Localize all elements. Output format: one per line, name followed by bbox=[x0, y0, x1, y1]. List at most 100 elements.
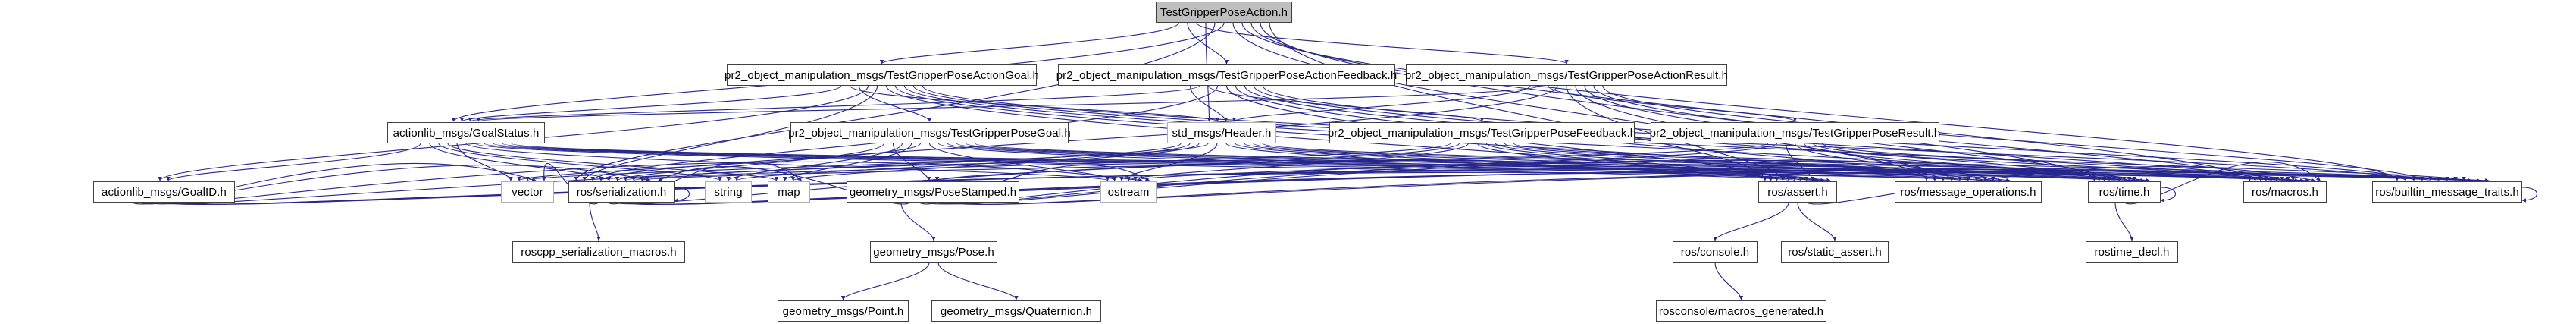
graph-edge bbox=[1253, 143, 2284, 181]
graph-edge bbox=[1232, 22, 1929, 181]
graph-edge bbox=[477, 85, 1540, 122]
graph-edge bbox=[974, 143, 2440, 181]
graph-node-rostime_decl[interactable]: rostime_decl.h bbox=[2086, 241, 2178, 263]
graph-edge bbox=[1797, 202, 1837, 241]
graph-edge bbox=[502, 143, 2273, 181]
graph-node-pose_result[interactable]: pr2_object_manipulation_msgs/TestGripper… bbox=[1649, 122, 1941, 143]
graph-node-point[interactable]: geometry_msgs/Point.h bbox=[778, 300, 909, 322]
graph-node-pose_goal[interactable]: pr2_object_manipulation_msgs/TestGripper… bbox=[788, 122, 1071, 143]
graph-node-time[interactable]: ros/time.h bbox=[2088, 181, 2161, 203]
graph-edge bbox=[447, 143, 779, 181]
graph-node-ostream[interactable]: ostream bbox=[1100, 181, 1157, 203]
graph-edge bbox=[928, 143, 1117, 181]
graph-edge bbox=[935, 143, 1460, 181]
graph-edge bbox=[623, 143, 1182, 181]
graph-edge bbox=[674, 187, 690, 203]
graph-node-label: geometry_msgs/Quaternion.h bbox=[940, 304, 1093, 318]
graph-node-action_feedback[interactable]: pr2_object_manipulation_msgs/TestGripper… bbox=[1056, 64, 1398, 86]
graph-edge bbox=[892, 143, 931, 181]
graph-edge bbox=[1513, 143, 2458, 181]
graph-edge bbox=[484, 143, 1961, 181]
graph-edge bbox=[1803, 143, 2136, 181]
graph-edge bbox=[1119, 143, 1218, 181]
graph-edge bbox=[937, 143, 1797, 181]
graph-edge bbox=[456, 143, 513, 181]
graph-edge bbox=[947, 143, 1970, 181]
graph-node-pose_feedback[interactable]: pr2_object_manipulation_msgs/TestGripper… bbox=[1328, 122, 1636, 143]
graph-node-label: ostream bbox=[1107, 185, 1150, 199]
graph-edge bbox=[1241, 22, 2399, 181]
graph-edge bbox=[1196, 22, 1569, 64]
graph-node-message_operations[interactable]: ros/message_operations.h bbox=[1895, 181, 2042, 203]
graph-node-builtin_message_traits[interactable]: ros/builtin_message_traits.h bbox=[2372, 181, 2522, 203]
graph-node-action_result[interactable]: pr2_object_manipulation_msgs/TestGripper… bbox=[1404, 64, 1729, 86]
graph-edge bbox=[1250, 22, 2252, 181]
graph-edge bbox=[1232, 85, 1531, 122]
graph-node-roscpp_ser_macros[interactable]: roscpp_serialization_macros.h bbox=[512, 241, 685, 263]
graph-node-label: pr2_object_manipulation_msgs/TestGripper… bbox=[1056, 68, 1398, 82]
graph-edge bbox=[474, 143, 1791, 181]
graph-edge bbox=[1260, 22, 2096, 181]
graph-node-macros[interactable]: ros/macros.h bbox=[2243, 181, 2327, 203]
graph-node-console[interactable]: ros/console.h bbox=[1673, 241, 1758, 263]
graph-node-label: pr2_object_manipulation_msgs/TestGripper… bbox=[1404, 68, 1729, 82]
graph-edge bbox=[168, 171, 2002, 206]
graph-edge bbox=[1126, 143, 1470, 181]
graph-edge bbox=[438, 143, 722, 181]
graph-node-assert[interactable]: ros/assert.h bbox=[1758, 181, 1837, 203]
graph-node-goal_id[interactable]: actionlib_msgs/GoalID.h bbox=[93, 181, 235, 203]
graph-edge bbox=[1548, 85, 1798, 122]
graph-edge bbox=[2114, 202, 2134, 241]
graph-node-label: ros/builtin_message_traits.h bbox=[2375, 185, 2519, 199]
graph-edge bbox=[858, 85, 932, 122]
graph-edge bbox=[1187, 22, 1229, 64]
graph-node-map[interactable]: map bbox=[768, 181, 810, 203]
graph-node-goal_status[interactable]: actionlib_msgs/GoalStatus.h bbox=[387, 122, 545, 143]
graph-node-label: pr2_object_manipulation_msgs/TestGripper… bbox=[1649, 126, 1941, 140]
graph-edge bbox=[1812, 143, 2296, 181]
graph-edge bbox=[640, 143, 1769, 181]
graph-edge bbox=[1189, 85, 1229, 122]
graph-node-label: ros/time.h bbox=[2099, 185, 2150, 199]
graph-node-label: string bbox=[714, 185, 743, 199]
graph-node-vector[interactable]: vector bbox=[501, 181, 554, 203]
graph-node-pose_stamped[interactable]: geometry_msgs/PoseStamped.h bbox=[847, 181, 1019, 203]
graph-node-root[interactable]: TestGripperPoseAction.h bbox=[1156, 2, 1292, 23]
graph-edge bbox=[1235, 143, 1979, 181]
graph-edge bbox=[615, 143, 885, 181]
graph-edge bbox=[1207, 85, 1485, 122]
graph-node-label: std_msgs/Header.h bbox=[1172, 126, 1272, 140]
graph-node-label: actionlib_msgs/GoalStatus.h bbox=[393, 126, 540, 140]
graph-node-label: pr2_object_manipulation_msgs/TestGripper… bbox=[725, 68, 1039, 82]
graph-edge bbox=[1806, 165, 2315, 205]
graph-edge bbox=[928, 162, 1831, 205]
graph-edge bbox=[1794, 143, 1995, 181]
graph-node-label: geometry_msgs/PoseStamped.h bbox=[849, 185, 1017, 199]
graph-node-string[interactable]: string bbox=[705, 181, 752, 203]
graph-edge bbox=[465, 143, 1110, 181]
graph-edge bbox=[574, 22, 1216, 181]
graph-node-label: ros/serialization.h bbox=[576, 185, 667, 199]
graph-edge bbox=[782, 143, 912, 181]
graph-node-quaternion[interactable]: geometry_msgs/Quaternion.h bbox=[931, 300, 1101, 322]
graph-node-pose[interactable]: geometry_msgs/Pose.h bbox=[870, 241, 997, 263]
graph-node-label: vector bbox=[512, 185, 543, 199]
graph-node-action_goal[interactable]: pr2_object_manipulation_msgs/TestGripper… bbox=[725, 64, 1039, 86]
graph-edge bbox=[468, 85, 1200, 122]
graph-node-label: actionlib_msgs/GoalID.h bbox=[102, 185, 227, 199]
graph-node-label: ros/static_assert.h bbox=[1788, 245, 1882, 259]
graph-node-header[interactable]: std_msgs/Header.h bbox=[1167, 122, 1276, 143]
graph-edge bbox=[726, 143, 903, 181]
graph-edge bbox=[2521, 187, 2537, 203]
graph-node-macros_generated[interactable]: rosconsole/macros_generated.h bbox=[1656, 300, 1826, 322]
graph-edge bbox=[1714, 262, 1744, 300]
graph-edge bbox=[849, 85, 1220, 122]
graph-node-serialization[interactable]: ros/serialization.h bbox=[568, 181, 675, 203]
graph-edge bbox=[1504, 143, 2290, 181]
graph-node-static_assert[interactable]: ros/static_assert.h bbox=[1781, 241, 1889, 263]
graph-edge bbox=[840, 262, 930, 300]
graph-edge bbox=[965, 143, 2279, 181]
graph-node-label: pr2_object_manipulation_msgs/TestGripper… bbox=[788, 126, 1071, 140]
graph-node-label: rosconsole/macros_generated.h bbox=[1658, 304, 1824, 318]
